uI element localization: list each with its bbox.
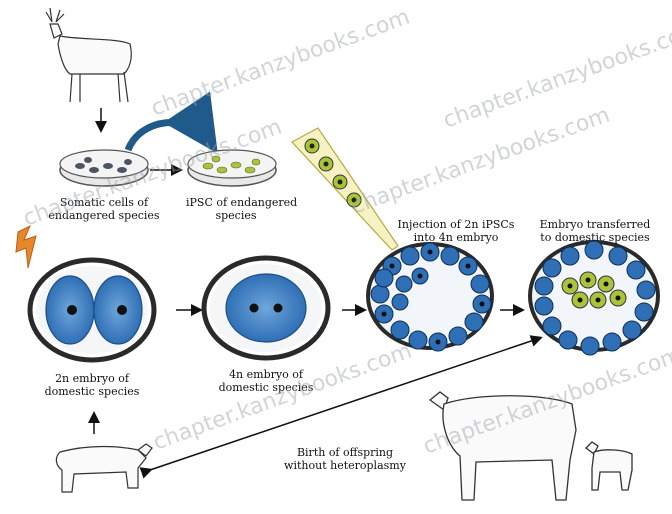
injection-pipette	[291, 127, 399, 251]
ipsc-dish	[187, 149, 277, 187]
domestic-cow-icon	[55, 443, 153, 493]
electrofusion-zap-icon	[15, 224, 37, 269]
deer-icon	[45, 7, 132, 103]
somatic-cells-dish	[59, 149, 149, 187]
embryo-2n	[27, 257, 157, 363]
reprogramming-arrow	[124, 91, 218, 154]
blastocyst-chimeric	[528, 240, 660, 356]
transfer-to-surrogate-arrow	[139, 335, 543, 479]
embryo-4n	[201, 255, 331, 361]
blastocyst-injected	[366, 242, 494, 352]
surrogate-cow-with-calf-icon	[428, 391, 633, 501]
